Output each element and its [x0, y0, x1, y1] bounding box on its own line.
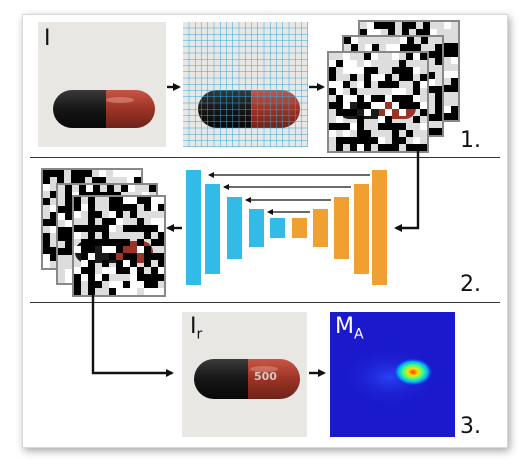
anomaly-map-label-sub: A [353, 326, 364, 343]
anomaly-map-label-main: M [335, 314, 354, 339]
input-image [38, 22, 166, 147]
restored-image-label-main: I [190, 314, 197, 339]
anomaly-map [330, 312, 455, 437]
step-1-label: 1. [460, 128, 481, 153]
anomaly-map-label: MA [335, 314, 364, 342]
masked-patch-front [327, 51, 429, 153]
step-3-label: 3. [460, 414, 481, 439]
restored-image: 500 [182, 312, 307, 437]
separator-1 [30, 157, 500, 158]
input-image-label: I [44, 26, 51, 51]
gridded-image [183, 22, 308, 147]
pill-imprint: 500 [254, 370, 277, 383]
restored-image-label-sub: r [196, 326, 203, 343]
reconstructed-patch-front [72, 195, 166, 297]
restored-image-label: Ir [190, 314, 202, 342]
separator-2 [30, 302, 500, 303]
step-2-label: 2. [460, 272, 481, 297]
